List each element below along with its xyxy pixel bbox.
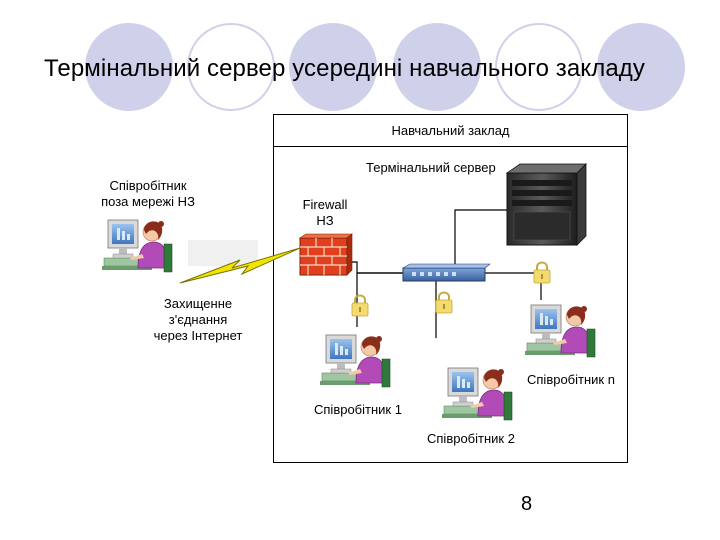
slide-title: Термінальний сервер усередині навчальног… [44,55,645,82]
switch-icon [401,263,491,282]
decor-circle-4 [393,23,481,111]
lock-icon-1 [351,294,369,317]
lock-icon-2 [435,291,453,314]
page-number: 8 [521,493,533,515]
employee-2-icon [441,367,513,421]
employee-1-label: Співробітник 1 [314,402,402,417]
decor-circle-3 [289,23,377,111]
connection-label: Захищенне з'єднання через Інтернет [153,296,243,343]
remote-employee-icon [101,219,173,273]
remote-employee-label: Співробітник поза мережі НЗ [101,178,195,209]
server-icon [505,163,587,246]
lightning-icon [179,240,301,284]
employee-n-label: Співробітник n [527,372,615,387]
institution-label: Навчальний заклад [274,115,627,147]
lock-icon-3 [533,261,551,284]
terminal-server-label: Термінальний сервер [366,160,496,175]
employee-1-icon [319,334,391,388]
firewall-label: Firewall НЗ [302,197,348,228]
decor-circle-2 [187,23,275,111]
firewall-icon [299,233,353,276]
decor-circle-5 [495,23,583,111]
decor-circle-6 [597,23,685,111]
employee-n-icon [524,304,596,358]
employee-2-label: Співробітник 2 [427,431,515,446]
decor-circle-1 [85,23,173,111]
